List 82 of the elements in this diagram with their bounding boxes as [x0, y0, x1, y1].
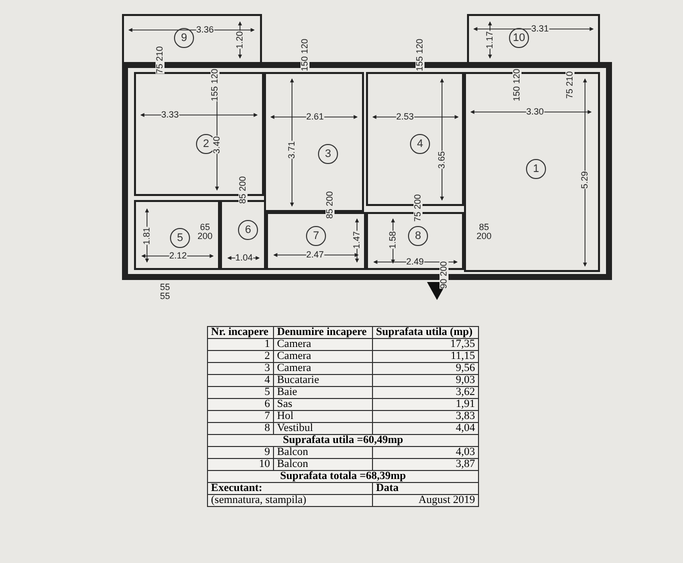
room-name: Vestibul [273, 422, 372, 434]
room-index: 1 [208, 338, 274, 350]
room-index: 6 [208, 398, 274, 410]
balcony-outline [467, 14, 600, 64]
room-name: Camera [273, 350, 372, 362]
area-value: 4,04 [372, 422, 478, 434]
column-header: Executant: [208, 482, 372, 494]
opening-size: 75 210 [566, 71, 574, 99]
dimension-value: 1.58 [388, 231, 398, 249]
room-index: 3 [208, 362, 274, 374]
opening-size: 65 200 [198, 223, 212, 241]
area-value: 9,03 [372, 374, 478, 386]
room-number: 8 [408, 226, 428, 246]
opening-size: 85 200 [476, 223, 492, 241]
opening-size: 85 200 [238, 176, 248, 204]
opening-size: 85 200 [326, 191, 334, 219]
column-header: Denumire incapere [273, 326, 372, 338]
column-header: Suprafata utila (mp) [372, 326, 478, 338]
room-number: 1 [526, 159, 546, 179]
room-number: 3 [318, 144, 338, 164]
dimension-value: 1.04 [235, 254, 253, 262]
room-name: Bucatarie [273, 374, 372, 386]
room-number: 4 [410, 134, 430, 154]
column-header: Nr. incapere [208, 326, 274, 338]
dimension-value: 1.20 [236, 31, 244, 49]
opening-size: 55 55 [160, 283, 170, 301]
dimension-value: 3.36 [196, 26, 214, 34]
area-value: 11,15 [372, 350, 478, 362]
dimension-value: 5.29 [580, 171, 590, 189]
opening-size: 75 200 [414, 194, 422, 222]
column-header: Data [372, 482, 478, 494]
area-value: 3,87 [372, 458, 478, 470]
room-name: Camera [273, 362, 372, 374]
opening-size: 155 120 [416, 38, 424, 72]
room-name: Sas [273, 398, 372, 410]
dimension-value: 2.49 [406, 258, 424, 266]
room-index: 5 [208, 386, 274, 398]
dimension-value: 2.12 [169, 252, 187, 260]
dimension-value: 3.30 [526, 108, 544, 116]
room-number: 5 [170, 228, 190, 248]
dimension-value: 2.61 [306, 112, 324, 122]
room-index: 10 [208, 458, 274, 470]
room-name: Baie [273, 386, 372, 398]
room-name: Balcon [273, 446, 372, 458]
room-index: 2 [208, 350, 274, 362]
total-text: Suprafata totala =68,39mp [208, 470, 478, 482]
room-index: 9 [208, 446, 274, 458]
dimension-value: 3.33 [161, 110, 179, 120]
room-number: 9 [174, 28, 194, 48]
dimension-value: 1.47 [352, 231, 362, 249]
area-value: 9,56 [372, 362, 478, 374]
opening-size: 150 120 [300, 38, 310, 72]
opening-size: 75 210 [156, 46, 164, 74]
opening-size: 150 120 [512, 68, 522, 102]
room-number: 6 [238, 220, 258, 240]
area-value: 3,83 [372, 410, 478, 422]
room-name: Balcon [273, 458, 372, 470]
room-index: 8 [208, 422, 274, 434]
dimension-value: 3.71 [288, 141, 296, 159]
room-outline [134, 200, 220, 270]
dimension-value: 1.81 [142, 227, 152, 245]
opening-size: 155 120 [210, 68, 220, 102]
balcony-outline [122, 14, 262, 64]
room-number: 10 [509, 28, 529, 48]
room-name: Camera [273, 338, 372, 350]
subtotal-text: Suprafata utila =60,49mp [208, 434, 478, 446]
dimension-value: 2.47 [306, 250, 324, 260]
opening-size: 90 200 [440, 261, 448, 289]
room-number: 7 [306, 226, 326, 246]
room-index: 4 [208, 374, 274, 386]
dimension-value: 3.31 [531, 24, 549, 34]
date-value: August 2019 [372, 494, 478, 506]
area-value: 4,03 [372, 446, 478, 458]
room-name: Hol [273, 410, 372, 422]
dimension-value: 3.65 [438, 151, 446, 169]
area-value: 3,62 [372, 386, 478, 398]
room-index: 7 [208, 410, 274, 422]
signature-note: (semnatura, stampila) [208, 494, 372, 506]
area-value: 1,91 [372, 398, 478, 410]
dimension-value: 1.17 [486, 31, 494, 49]
area-value: 17,35 [372, 338, 478, 350]
dimension-value: 2.53 [396, 112, 414, 122]
